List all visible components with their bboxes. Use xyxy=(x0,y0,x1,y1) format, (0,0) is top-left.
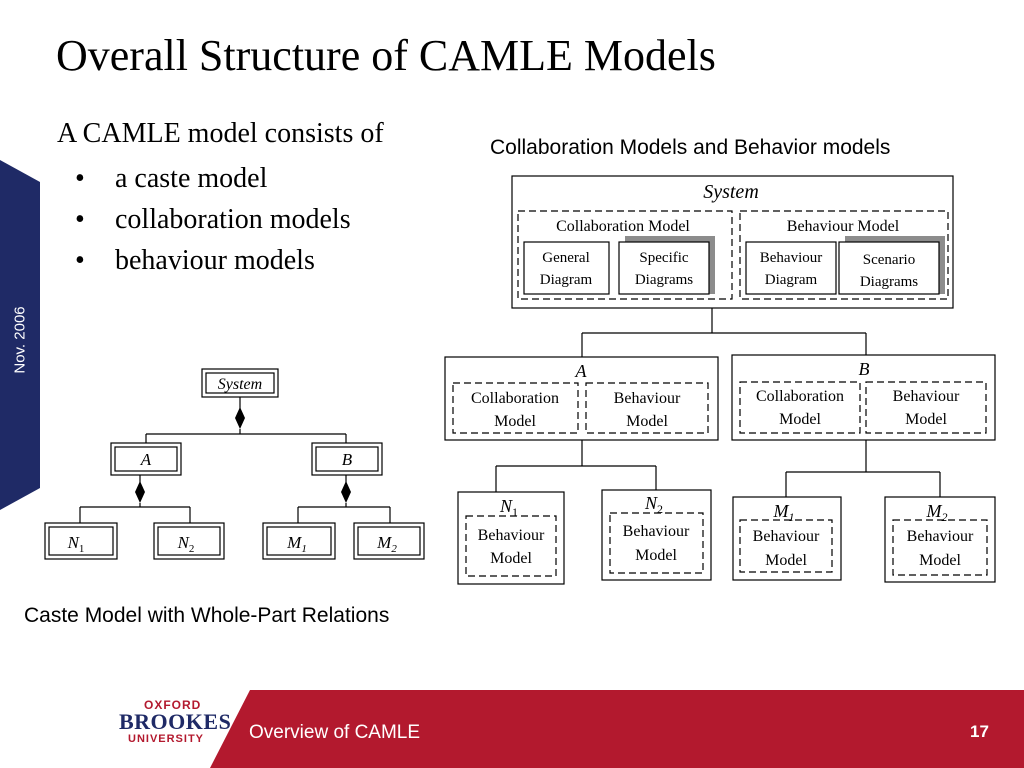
n2-behaviour-label: Behaviour xyxy=(623,523,690,540)
collaboration-model-label: Collaboration Model xyxy=(556,218,690,235)
a-label: A xyxy=(575,361,588,381)
svg-text:Model: Model xyxy=(765,552,807,569)
bullet-item: •behaviour models xyxy=(75,245,315,276)
bullet-item: •a caste model xyxy=(75,163,268,194)
caste-n2-label: N2 xyxy=(177,533,195,555)
caption-caste-model: Caste Model with Whole-Part Relations xyxy=(24,604,390,627)
svg-text:Model: Model xyxy=(626,413,668,430)
svg-text:Model: Model xyxy=(635,547,677,564)
side-tab xyxy=(0,160,40,510)
svg-text:Diagrams: Diagrams xyxy=(635,272,693,288)
behaviour-model-label: Behaviour Model xyxy=(787,218,900,235)
page-number: 17 xyxy=(970,722,989,741)
m2-label: M2 xyxy=(926,501,948,524)
caption-collaboration-models: Collaboration Models and Behavior models xyxy=(490,136,891,159)
specific-diagrams-label: Specific xyxy=(639,250,688,266)
m1-label: M1 xyxy=(773,501,795,524)
university-logo: OXFORD BROOKES UNIVERSITY xyxy=(119,698,232,745)
a-behaviour-label: Behaviour xyxy=(614,390,681,407)
svg-text:Model: Model xyxy=(490,550,532,567)
caste-b-label: B xyxy=(342,450,353,469)
bullet-item: •collaboration models xyxy=(75,204,351,235)
caste-a-label: A xyxy=(140,450,152,469)
slide-title: Overall Structure of CAMLE Models xyxy=(56,31,716,80)
n2-label: N2 xyxy=(644,493,663,516)
m1-behaviour-label: Behaviour xyxy=(753,528,820,545)
aggregation-diamond xyxy=(341,481,351,503)
a-collaboration-label: Collaboration xyxy=(471,390,559,407)
b-collaboration-label: Collaboration xyxy=(756,388,844,405)
n1-behaviour-label: Behaviour xyxy=(478,527,545,544)
svg-text:Model: Model xyxy=(905,411,947,428)
aggregation-diamond xyxy=(135,481,145,503)
b-label: B xyxy=(859,359,870,379)
caste-m2-label: M2 xyxy=(376,533,397,555)
svg-text:Model: Model xyxy=(494,413,536,430)
footer xyxy=(0,690,1024,768)
scenario-diagrams-label: Scenario xyxy=(863,252,915,268)
caste-m1-label: M1 xyxy=(286,533,307,555)
caste-n1-label: N1 xyxy=(67,533,85,555)
general-diagram-label: General xyxy=(542,250,589,266)
bullet-list: •a caste model •collaboration models •be… xyxy=(75,158,351,281)
svg-text:Diagrams: Diagrams xyxy=(860,274,918,290)
behaviour-diagram-label: Behaviour xyxy=(760,250,822,266)
n1-label: N1 xyxy=(499,496,518,519)
footer-bar xyxy=(210,690,1024,768)
m2-behaviour-label: Behaviour xyxy=(907,528,974,545)
aggregation-diamond xyxy=(235,407,245,429)
b-behaviour-label: Behaviour xyxy=(893,388,960,405)
footer-title: Overview of CAMLE xyxy=(249,722,421,743)
svg-text:Model: Model xyxy=(919,552,961,569)
svg-text:Diagram: Diagram xyxy=(765,272,818,288)
system-label: System xyxy=(703,181,759,203)
intro-text: A CAMLE model consists of xyxy=(57,118,384,149)
caste-system-label: System xyxy=(218,376,262,393)
svg-text:Diagram: Diagram xyxy=(540,272,593,288)
svg-text:Model: Model xyxy=(779,411,821,428)
